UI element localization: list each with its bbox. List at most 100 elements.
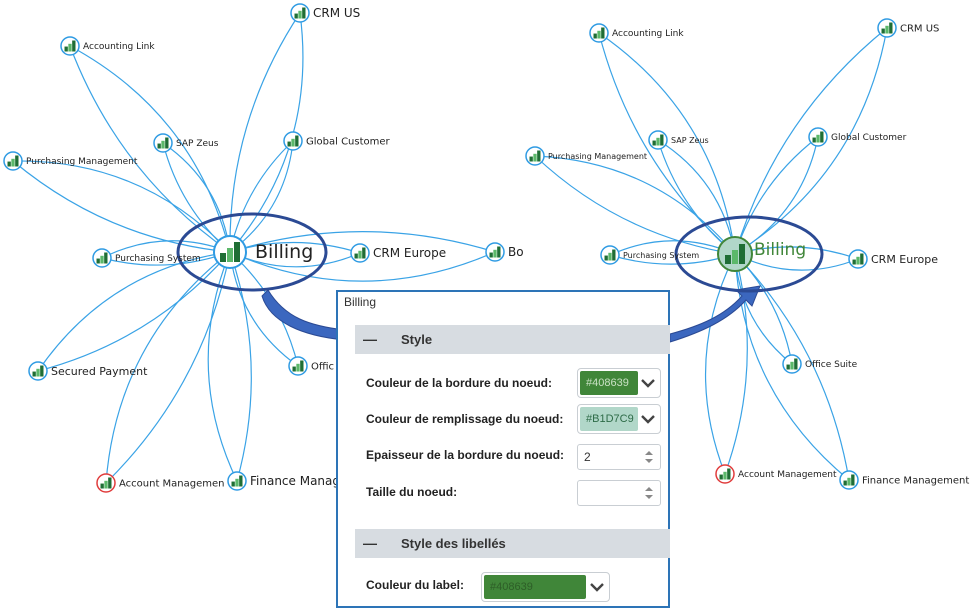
node-icon: [652, 134, 664, 146]
style-section-title: Style: [401, 332, 433, 347]
edge-in: [724, 253, 748, 475]
edge-out: [704, 253, 736, 475]
node-icon: [489, 246, 501, 258]
node-label: SAP Zeus: [671, 136, 709, 145]
label-color-label: Couleur du label:: [366, 578, 465, 592]
node-label: Account Management: [738, 470, 837, 480]
edge-in: [37, 251, 231, 372]
node-label: Offic: [311, 362, 334, 373]
edge-in: [733, 27, 888, 255]
graph-node[interactable]: Purchasing System: [600, 245, 699, 265]
edge-out: [734, 253, 850, 481]
border-color-swatch: #408639: [580, 371, 638, 395]
node-label: Purchasing System: [115, 254, 201, 264]
billing-node-left[interactable]: Billing: [213, 235, 313, 269]
edge-in: [225, 12, 301, 253]
graph-node[interactable]: Account Management: [715, 464, 837, 484]
node-icon: [292, 360, 304, 372]
graph-node[interactable]: Offic: [288, 356, 334, 376]
node-label: Office Suite: [805, 360, 858, 370]
border-width-label: Epaisseur de la bordure du noeud:: [366, 448, 565, 462]
graph-node[interactable]: Office Suite: [782, 354, 858, 374]
spinner-icon[interactable]: [644, 485, 654, 501]
border-color-picker[interactable]: #408639: [577, 368, 661, 398]
billing-highlight-left: [176, 212, 328, 292]
edge-in: [534, 155, 736, 257]
node-label: CRM Europe: [871, 253, 938, 266]
edge-in: [69, 45, 231, 253]
collapse-dash-icon[interactable]: —: [363, 331, 377, 347]
node-label: Finance Management: [862, 476, 969, 487]
graph-node[interactable]: Purchasing Management: [525, 146, 647, 166]
label-style-section-header[interactable]: — Style des libellés: [355, 529, 670, 558]
graph-node[interactable]: CRM Europe: [350, 243, 446, 263]
graph-node[interactable]: SAP Zeus: [648, 130, 709, 150]
graph-node[interactable]: CRM US: [877, 18, 939, 38]
edge-in: [734, 253, 850, 481]
graph-node[interactable]: Finance Management: [839, 470, 969, 490]
graph-node[interactable]: Global Customer: [808, 127, 907, 147]
billing-node-right[interactable]: Billing: [717, 236, 806, 272]
graph-node[interactable]: CRM Europe: [848, 249, 938, 269]
node-icon: [593, 27, 605, 39]
node-label: Purchasing Management: [26, 157, 138, 167]
graph-node[interactable]: Account Managemen: [96, 473, 225, 493]
graph-node[interactable]: Purchasing Management: [3, 151, 138, 171]
node-label: CRM Europe: [373, 246, 446, 260]
chevron-down-icon[interactable]: [589, 578, 605, 596]
node-label: SAP Zeus: [176, 139, 219, 149]
border-width-input[interactable]: 2: [577, 444, 661, 470]
billing-label-right: Billing: [754, 240, 806, 260]
graph-node[interactable]: Secured Payment: [28, 361, 148, 381]
node-label: Global Customer: [306, 137, 391, 148]
edge-in: [12, 160, 231, 256]
node-label: Bo: [508, 245, 524, 259]
billing-label-left: Billing: [255, 241, 313, 263]
spinner-icon[interactable]: [644, 449, 654, 465]
node-size-label: Taille du noeud:: [366, 485, 458, 499]
node-icon: [287, 135, 299, 147]
graph-node[interactable]: Accounting Link: [589, 23, 684, 43]
edge-in: [229, 251, 299, 367]
style-section-header[interactable]: — Style: [355, 325, 670, 354]
node-label: CRM US: [900, 24, 939, 35]
edge-out: [162, 142, 231, 253]
node-icon: [812, 131, 824, 143]
node-icon: [529, 150, 541, 162]
edge-in: [228, 251, 252, 482]
edge-out: [229, 251, 299, 367]
edge-out: [734, 27, 890, 255]
edge-in: [229, 231, 496, 254]
chevron-down-icon[interactable]: [640, 410, 656, 428]
graph-node[interactable]: Global Customer: [283, 131, 391, 151]
edge-out: [207, 251, 238, 482]
label-style-section-title: Style des libellés: [401, 536, 506, 551]
node-icon: [32, 365, 44, 377]
highlight-arrow-right: [669, 285, 761, 343]
chevron-down-icon[interactable]: [640, 374, 656, 392]
collapse-dash-icon[interactable]: —: [363, 535, 377, 551]
edge-out: [37, 251, 231, 372]
node-label: CRM US: [313, 6, 360, 20]
graph-node[interactable]: SAP Zeus: [153, 133, 219, 153]
graph-node[interactable]: Purchasing System: [92, 248, 201, 268]
node-label: Accounting Link: [83, 42, 155, 52]
node-icon: [100, 477, 112, 489]
edge-in: [162, 142, 231, 253]
border-color-label: Couleur de la bordure du noeud:: [366, 376, 552, 390]
nodes-right: Accounting Link CRM US SAP Zeus Global Cust…: [525, 18, 969, 490]
graph-node[interactable]: Bo: [485, 242, 524, 262]
node-properties-panel: Billing — Style Couleur de la bordure du…: [336, 290, 670, 608]
node-icon: [64, 40, 76, 52]
node-size-input[interactable]: [577, 480, 661, 506]
node-icon: [294, 7, 306, 19]
graph-node[interactable]: CRM US: [290, 3, 360, 23]
node-icon: [725, 244, 745, 264]
label-color-picker[interactable]: #408639: [481, 572, 610, 602]
edge-out: [102, 251, 231, 484]
graph-node[interactable]: Accounting Link: [60, 36, 155, 56]
graph-node[interactable]: Finance Manag: [227, 471, 340, 491]
fill-color-picker[interactable]: #B1D7C9: [577, 404, 661, 434]
